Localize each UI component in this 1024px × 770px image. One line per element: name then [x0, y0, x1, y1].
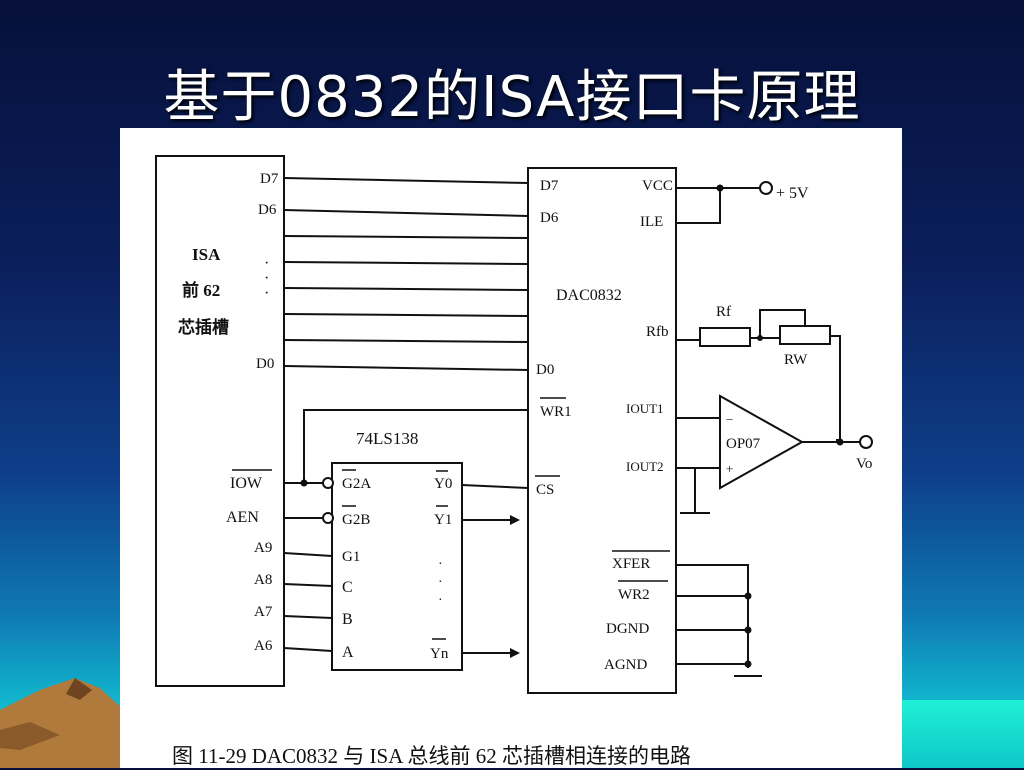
- isa-pin-d0: D0: [256, 356, 274, 372]
- dac-pin-rfb: Rfb: [646, 324, 669, 340]
- decoder-74ls138-box: [331, 462, 463, 671]
- wire-a7-b: [283, 615, 333, 619]
- dac-pin-xfer: XFER: [612, 556, 650, 572]
- mountain-decoration: [0, 678, 130, 768]
- isa-slot-box: [155, 155, 285, 687]
- bubble-g2a: [322, 477, 334, 489]
- terminal-5v: [759, 181, 773, 195]
- wire-xfer: [676, 564, 749, 668]
- wire-rw-wiper: [759, 309, 806, 338]
- dac-pin-d7: D7: [540, 178, 559, 194]
- decoder-pin-g2b: G2B: [342, 512, 370, 528]
- decoder-pin-g1: G1: [342, 549, 360, 565]
- figure-caption: 图 11-29 DAC0832 与 ISA 总线前 62 芯插槽相连接的电路: [172, 744, 691, 768]
- decoder-pin-b: B: [342, 611, 353, 628]
- dac-pin-cs: CS: [536, 482, 554, 498]
- dac0832-box: [527, 167, 677, 694]
- circuit-figure: ISA 前 62 芯插槽 D7 D6 · · · D0 IOW AEN A9 A…: [120, 128, 902, 768]
- bus-line-d7: [283, 177, 529, 184]
- decoder-name: 74LS138: [356, 429, 418, 448]
- bus-line-4: [283, 261, 529, 265]
- slide-title: 基于0832的ISA接口卡原理: [163, 65, 861, 130]
- isa-pin-a7: A7: [254, 604, 273, 620]
- bus-line-5: [283, 287, 529, 291]
- arrow-yn: [510, 648, 520, 658]
- isa-label-line3: 芯插槽: [178, 317, 229, 337]
- junction-wr2: [744, 592, 752, 600]
- teal-band-decoration: [900, 700, 1024, 768]
- resistor-rf-label: Rf: [716, 304, 731, 320]
- decoder-pin-g2a: G2A: [342, 476, 371, 492]
- isa-pin-d7: D7: [260, 171, 279, 187]
- isa-pin-iow: IOW: [230, 475, 263, 492]
- isa-pin-d6: D6: [258, 202, 277, 218]
- junction-out: [836, 438, 844, 446]
- resistor-rf: [699, 327, 751, 347]
- decoder-pin-y1: Y1: [434, 512, 452, 528]
- decoder-dot-3: ·: [438, 593, 443, 608]
- bus-line-d0: [283, 365, 529, 371]
- isa-pin-a9: A9: [254, 540, 272, 556]
- decoder-pin-c: C: [342, 579, 353, 596]
- bus-line-3: [283, 235, 529, 239]
- decoder-pin-a: A: [342, 644, 354, 661]
- dac-name: DAC0832: [556, 287, 622, 304]
- dac-pin-wr2: WR2: [618, 587, 650, 603]
- isa-label-line2: 前 62: [182, 280, 220, 300]
- wire-y0-cs: [461, 484, 529, 489]
- resistor-rw-label: RW: [784, 352, 808, 368]
- isa-pin-a8: A8: [254, 572, 272, 588]
- junction-vcc: [716, 184, 724, 192]
- opamp-minus: −: [726, 412, 733, 427]
- wire-ile: [676, 188, 721, 224]
- bubble-g2b: [322, 512, 334, 524]
- dac-pin-vcc: VCC: [642, 178, 673, 194]
- supply-label: + 5V: [776, 185, 809, 202]
- terminal-vo: [859, 435, 873, 449]
- isa-dot-2: ·: [264, 270, 269, 287]
- wire-a9-g1: [283, 552, 333, 557]
- dac-pin-d0: D0: [536, 362, 554, 378]
- opamp-plus: +: [726, 461, 733, 476]
- junction-rf: [757, 335, 763, 341]
- bus-line-7: [283, 339, 529, 343]
- isa-pin-a6: A6: [254, 638, 273, 654]
- dac-pin-dgnd: DGND: [606, 621, 649, 637]
- bus-line-d6: [283, 209, 529, 217]
- arrow-y1: [510, 515, 520, 525]
- wire-a8-c: [283, 583, 333, 587]
- dac-pin-d6: D6: [540, 210, 559, 226]
- decoder-pin-yn: Yn: [430, 646, 449, 662]
- dac-pin-agnd: AGND: [604, 657, 647, 673]
- junction-iow: [300, 479, 308, 487]
- junction-dgnd: [744, 626, 752, 634]
- bus-line-6: [283, 313, 529, 317]
- isa-label-line1: ISA: [192, 245, 221, 264]
- wire-feedback: [830, 335, 841, 441]
- isa-dot-1: ·: [264, 255, 269, 272]
- dac-pin-wr1: WR1: [540, 404, 572, 420]
- dac-pin-iout1: IOUT1: [626, 401, 664, 416]
- dac-pin-iout2: IOUT2: [626, 459, 664, 474]
- junction-agnd: [744, 660, 752, 668]
- decoder-dot-1: ·: [438, 557, 443, 572]
- wire-a6-a: [283, 647, 333, 652]
- opamp-op07-triangle: [719, 394, 805, 490]
- decoder-dot-2: ·: [438, 575, 443, 590]
- resistor-rw: [779, 325, 831, 345]
- circuit-diagram: ISA 前 62 芯插槽 D7 D6 · · · D0 IOW AEN A9 A…: [155, 155, 873, 694]
- opamp-label: OP07: [726, 436, 761, 452]
- isa-pin-aen: AEN: [226, 509, 259, 526]
- isa-dot-3: ·: [264, 285, 269, 302]
- dac-pin-ile: ILE: [640, 214, 663, 230]
- decoder-pin-y0: Y0: [434, 476, 452, 492]
- output-label: Vo: [856, 456, 872, 472]
